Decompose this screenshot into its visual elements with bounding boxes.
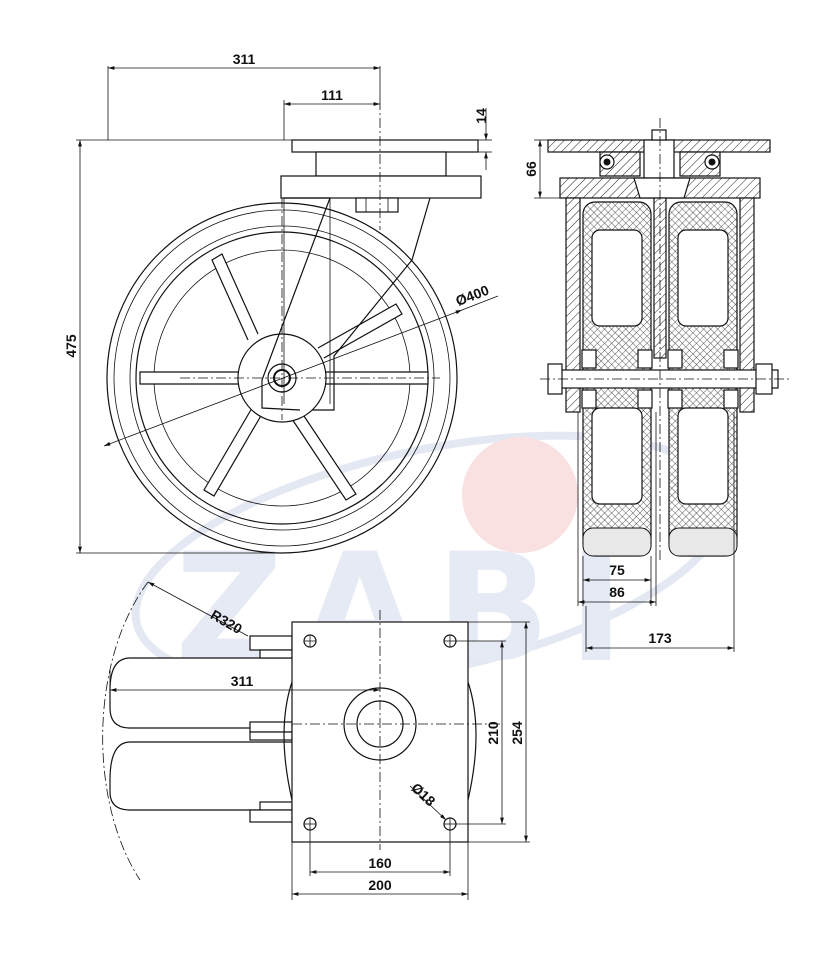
dim-plate-height: 254 xyxy=(509,721,525,745)
dim-offset: 111 xyxy=(321,87,343,103)
dim-hole-spacing-h: 160 xyxy=(368,855,392,871)
dim-total-width: 173 xyxy=(648,630,672,646)
dim-tread-width: 75 xyxy=(609,562,625,578)
dim-height: 475 xyxy=(63,334,79,358)
dim-hole-spacing-v: 210 xyxy=(485,721,501,745)
dim-top-height: 66 xyxy=(523,161,539,177)
dim-wheel-diameter: Ø400 xyxy=(453,282,491,309)
section-view: 66 75 86 173 xyxy=(523,118,790,652)
dim-overall-width: 311 xyxy=(233,51,256,67)
dim-plate-width: 200 xyxy=(368,877,392,893)
dim-top-width: 311 xyxy=(231,673,254,689)
dim-plate-thickness: 14 xyxy=(473,108,489,124)
top-view: R320 311 210 xyxy=(102,581,530,900)
dim-hub-width: 86 xyxy=(609,584,625,600)
side-view: 311 111 14 475 Ø400 xyxy=(63,51,499,554)
